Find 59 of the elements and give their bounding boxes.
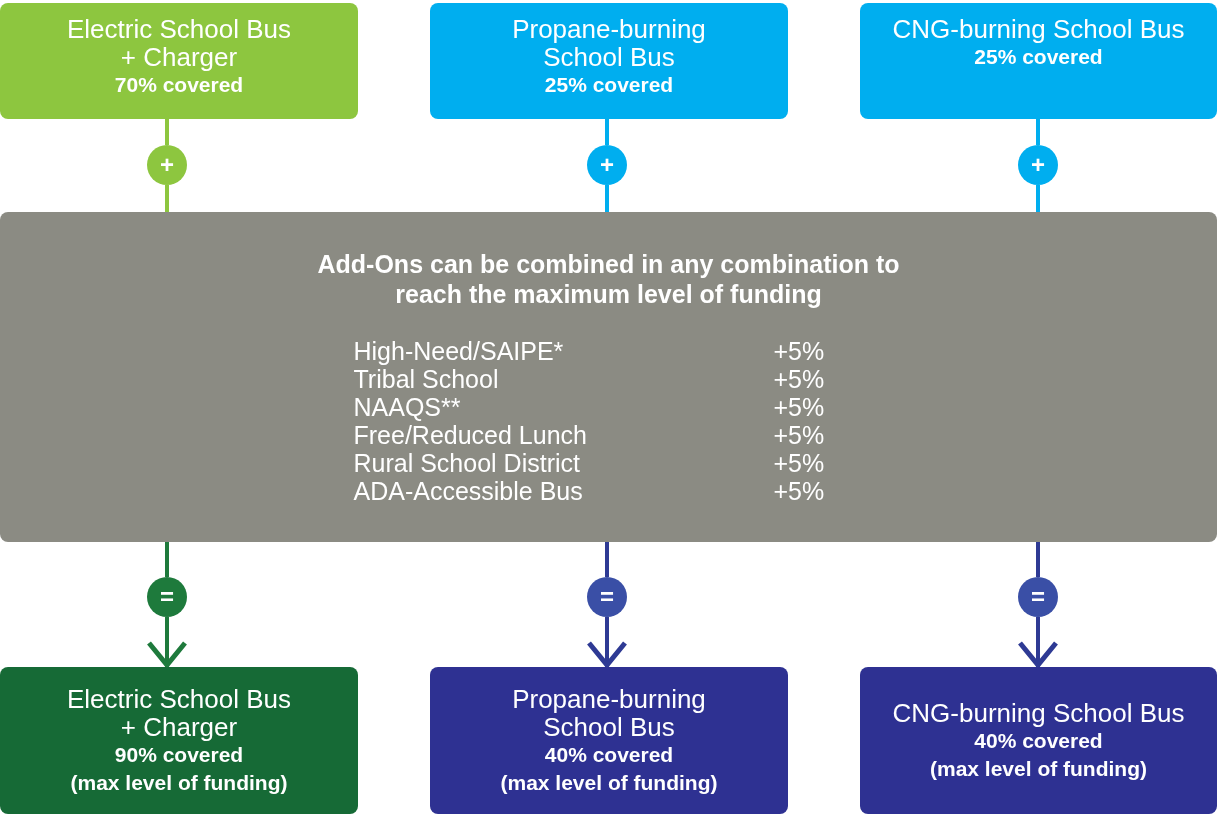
add-on-value: +5% [773, 421, 826, 449]
add-on-value: +5% [773, 477, 826, 505]
connector-line [165, 119, 169, 145]
add-on-name: High-Need/SAIPE* [353, 337, 565, 365]
add-on-value: +5% [773, 393, 826, 421]
operator-circle [147, 145, 187, 185]
add-on-value: +5% [773, 337, 826, 365]
coverage-text: 90% covered [114, 741, 244, 768]
operator-symbol: = [1031, 583, 1045, 611]
connector-line [1036, 542, 1040, 577]
coverage-text: 25% covered [544, 72, 674, 98]
bus-box [0, 667, 358, 814]
operator-circle [587, 577, 627, 617]
bus-title: CNG-burning School Bus [892, 698, 1185, 727]
coverage-text: 40% covered [544, 741, 674, 768]
coverage-text: 40% covered [974, 727, 1103, 754]
coverage-text: 25% covered [974, 44, 1103, 70]
operator-symbol: + [1031, 151, 1045, 179]
bus-title: Propane-burning School Bus [511, 684, 707, 741]
arrow [1017, 617, 1059, 668]
bus-box [860, 3, 1217, 119]
operator-circle [1018, 577, 1058, 617]
connector-line [605, 542, 609, 577]
funding-note: (max level of funding) [70, 769, 288, 796]
operator-circle [587, 145, 627, 185]
funding-note: (max level of funding) [500, 769, 718, 796]
operator-symbol: + [600, 151, 614, 179]
connector-line [1036, 119, 1040, 145]
connector-line [605, 119, 609, 145]
arrow [146, 617, 188, 668]
bus-box [430, 3, 788, 119]
operator-symbol: + [160, 151, 174, 179]
add-on-name: Tribal School [353, 365, 500, 393]
operator-symbol: = [600, 583, 614, 611]
bus-box [430, 667, 788, 814]
add-ons-panel [0, 212, 1217, 542]
connector-line [165, 185, 169, 212]
add-on-value: +5% [773, 449, 826, 477]
funding-note: (max level of funding) [930, 755, 1147, 782]
bus-title: Electric School Bus + Charger [66, 684, 292, 741]
connector-line [1036, 185, 1040, 212]
connector-line [605, 185, 609, 212]
add-on-name: Rural School District [353, 449, 581, 477]
bus-title: Propane-burning School Bus [511, 15, 707, 71]
bus-title: Electric School Bus + Charger [66, 15, 292, 71]
coverage-text: 70% covered [114, 72, 244, 98]
bus-box [860, 667, 1217, 814]
add-on-name: NAAQS** [353, 393, 462, 421]
bus-box [0, 3, 358, 119]
bus-title: CNG-burning School Bus [892, 15, 1185, 43]
add-on-name: Free/Reduced Lunch [353, 421, 588, 449]
arrow [586, 617, 628, 668]
add-on-name: ADA-Accessible Bus [353, 477, 584, 505]
operator-circle [147, 577, 187, 617]
panel-heading: Add-Ons can be combined in any combination to reach the maximum level of funding [316, 249, 901, 309]
operator-symbol: = [160, 583, 174, 611]
connector-line [165, 542, 169, 577]
add-on-value: +5% [773, 365, 826, 393]
operator-circle [1018, 145, 1058, 185]
